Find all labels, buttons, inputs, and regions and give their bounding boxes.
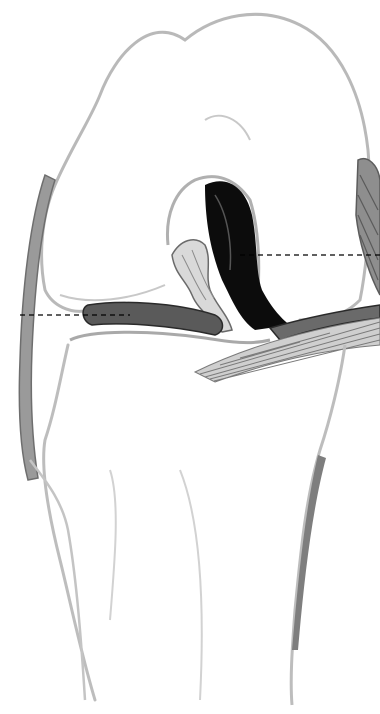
patellar-tendon-shadow <box>292 455 326 650</box>
tibial-plateau <box>70 332 270 342</box>
lateral-collateral-ligament <box>19 175 55 480</box>
fibula-outline <box>30 460 85 700</box>
tibial-tuberosity <box>110 470 202 700</box>
tibia-outline <box>44 345 95 700</box>
tibia-shaft-right <box>291 345 345 705</box>
